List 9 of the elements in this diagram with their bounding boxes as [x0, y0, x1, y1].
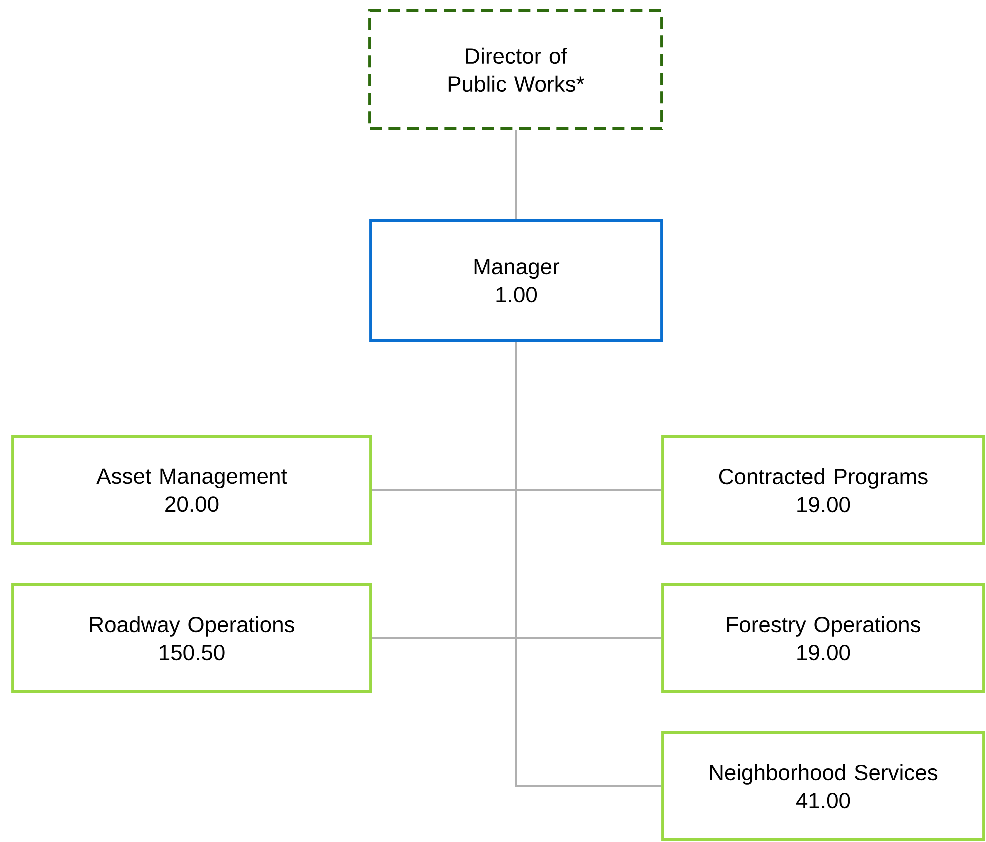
unit-box: Roadway Operations 150.50 — [12, 584, 372, 694]
connector-line — [516, 342, 662, 788]
manager-box: Manager 1.00 — [370, 220, 664, 342]
unit-box: Forestry Operations 19.00 — [662, 584, 986, 694]
unit-box: Contracted Programs 19.00 — [662, 436, 986, 546]
unit-box: Asset Management 20.00 — [12, 436, 372, 546]
connector-line — [515, 130, 518, 220]
director-box: Director of Public Works* — [368, 10, 664, 130]
unit-box: Neighborhood Services 41.00 — [662, 732, 986, 842]
